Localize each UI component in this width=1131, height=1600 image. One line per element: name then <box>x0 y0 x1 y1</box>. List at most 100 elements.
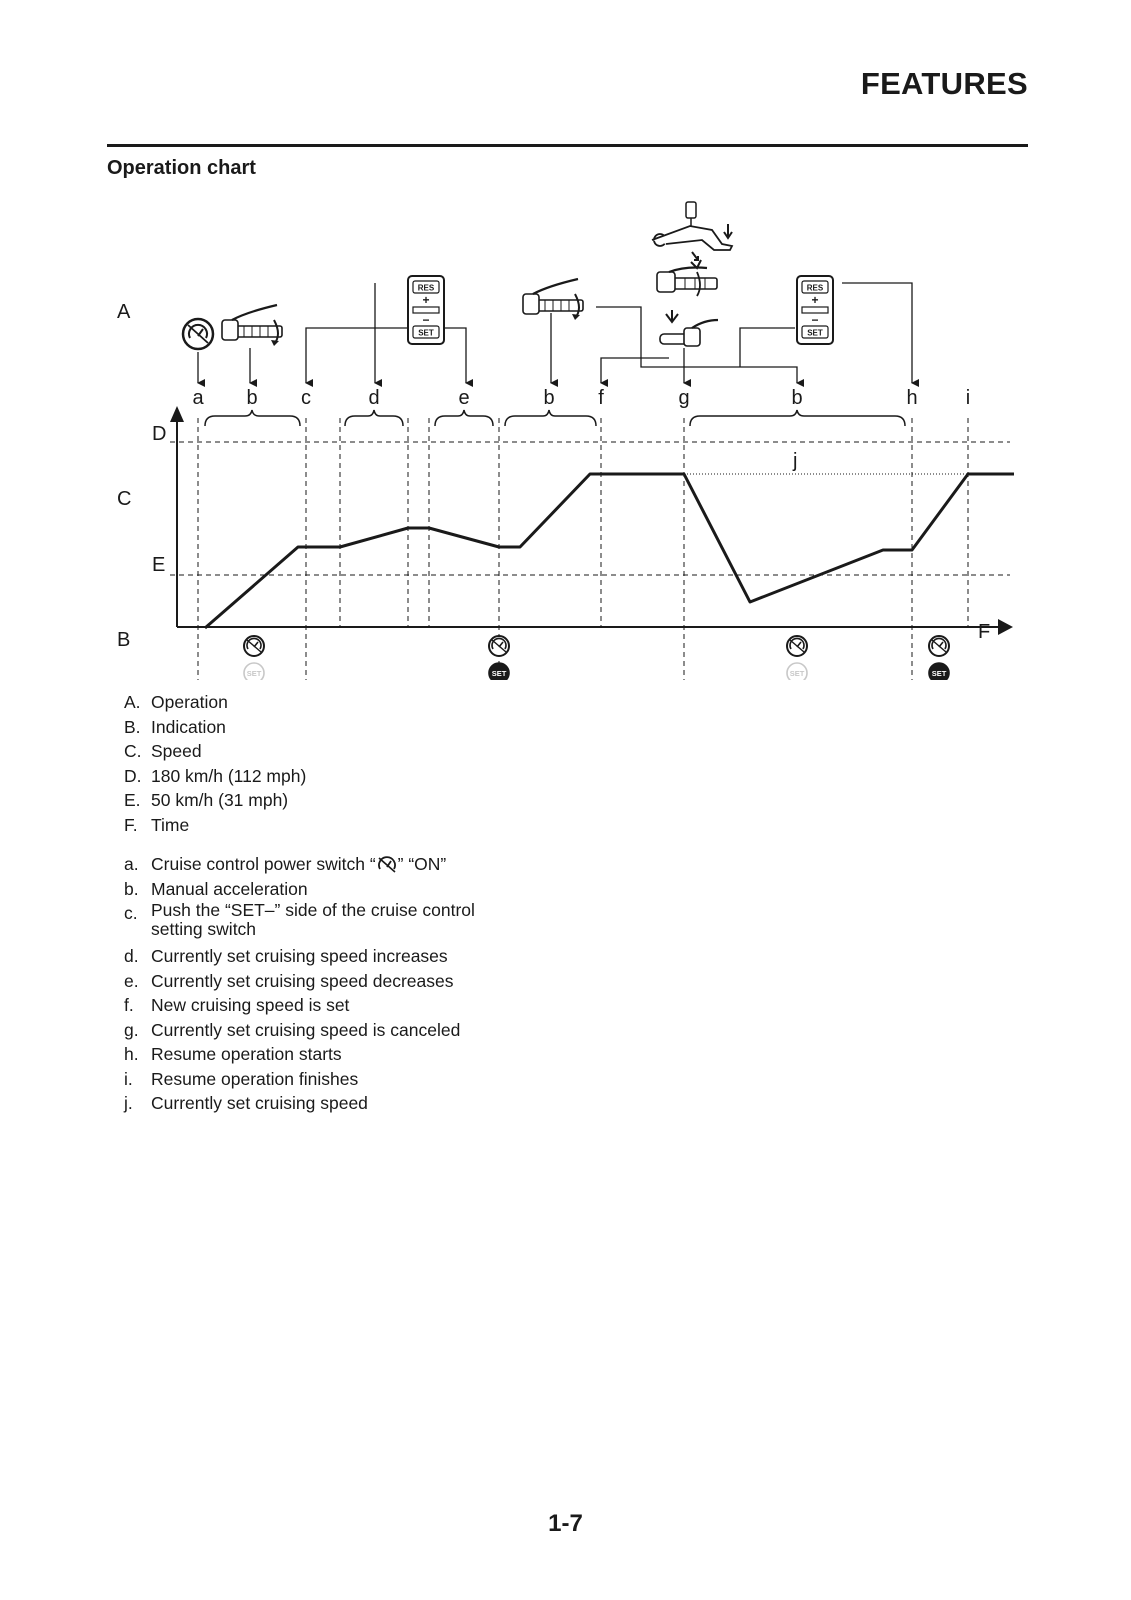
throttle-grip-icon <box>221 303 283 346</box>
legend-key: A. <box>124 692 141 712</box>
arrow-e <box>444 327 473 387</box>
cruise-power-icon <box>377 856 396 873</box>
legend-text: Currently set cruising speed <box>151 1093 368 1113</box>
page-header-title: FEATURES <box>860 66 1028 101</box>
legend-text: 180 km/h (112 mph) <box>151 765 307 786</box>
switch-minus-label: − <box>422 313 429 327</box>
arrow-b3 <box>596 306 804 387</box>
legend-item: f. New cruising speed is set <box>124 993 475 1018</box>
switch-set-label: SET <box>807 329 823 338</box>
arrow-f <box>600 357 669 387</box>
legend-text: Speed <box>151 741 202 761</box>
legend-key: b. <box>124 878 139 899</box>
event-label-f: f <box>598 387 604 409</box>
legend-item: d. Currently set cruising speed increases <box>124 944 475 969</box>
legend-key: D. <box>124 765 142 786</box>
event-label-a: a <box>192 387 204 409</box>
setting-switch-icon: RES + − SET <box>407 275 445 345</box>
switch-minus-label: − <box>811 313 818 327</box>
legend-text: Currently set cruising speed increases <box>151 946 448 966</box>
switch-res-label: RES <box>807 284 824 293</box>
arrow-h <box>842 282 919 387</box>
row-label-D: D <box>152 423 166 445</box>
legend-key: a. <box>124 854 139 874</box>
legend-text: Currently set cruising speed is canceled <box>151 1019 461 1040</box>
brace-b1 <box>204 409 301 427</box>
legend-item: C. Speed <box>124 739 306 764</box>
legend-key: F. <box>124 814 138 835</box>
set-indicator-lit-icon: SET <box>928 662 950 680</box>
legend-text: Manual acceleration <box>151 878 308 899</box>
brace-d <box>344 409 404 427</box>
cruise-power-icon <box>181 317 215 351</box>
legend-item: i. Resume operation finishes <box>124 1067 475 1092</box>
event-label-d: d <box>368 387 379 409</box>
legend-key: h. <box>124 1044 139 1064</box>
legend-item: D. 180 km/h (112 mph) <box>124 764 306 789</box>
legend-text-before: Cruise control power switch “ <box>151 854 376 874</box>
legend-key: i. <box>124 1068 133 1089</box>
set-indicator-label: SET <box>790 669 805 678</box>
arrow-c <box>305 327 408 387</box>
row-label-C: C <box>117 488 131 510</box>
switch-set-label: SET <box>418 329 434 338</box>
event-label-h: h <box>906 387 917 409</box>
switch-plus-label: + <box>422 293 429 307</box>
legend-text: 50 km/h (31 mph) <box>151 790 289 810</box>
brake-lever-icon <box>656 259 718 297</box>
cruise-indicator-icon <box>243 635 265 657</box>
legend-key: B. <box>124 716 141 737</box>
row-label-B: B <box>117 629 130 651</box>
legend-item: A.Operation <box>124 690 306 715</box>
legend-item: E. 50 km/h (31 mph) <box>124 788 306 813</box>
cruise-indicator-icon <box>786 635 808 657</box>
legend-item: e.Currently set cruising speed decreases <box>124 969 475 994</box>
row-label-E: E <box>152 554 165 576</box>
legend-key: d. <box>124 946 139 966</box>
label-j: j <box>792 450 797 472</box>
operation-chart-diagram: A B C D E F j a b c d <box>117 201 1014 680</box>
event-label-b1: b <box>246 387 257 409</box>
legend-item: j. Currently set cruising speed <box>124 1091 475 1116</box>
legend-text: Resume operation finishes <box>151 1068 359 1089</box>
set-indicator-label: SET <box>932 669 947 678</box>
row-label-F: F <box>978 621 990 643</box>
legend-text: New cruising speed is set <box>151 995 350 1015</box>
legend-lower: a. Cruise control power switch “ ” “ON” b… <box>124 852 475 1116</box>
set-indicator-label: SET <box>247 669 262 678</box>
event-label-b2: b <box>543 387 554 409</box>
legend-text: Cruise control power switch “ ” “ON” <box>151 852 446 877</box>
event-label-c: c <box>301 387 311 409</box>
legend-upper: A.Operation B.Indication C.Speed D.180 k… <box>124 690 306 837</box>
set-indicator-off-icon: SET <box>243 662 265 680</box>
brace-b3 <box>689 409 906 427</box>
switch-plus-label: + <box>811 293 818 307</box>
legend-text-after: ” “ON” <box>397 854 447 874</box>
cruise-indicator-icon <box>928 635 950 657</box>
legend-key: j. <box>124 1093 133 1113</box>
legend-item: g.Currently set cruising speed is cancel… <box>124 1018 475 1043</box>
setting-switch-icon: RES + − SET <box>796 275 834 345</box>
legend-key: C. <box>124 741 142 761</box>
legend-text: Resume operation starts <box>151 1044 342 1064</box>
legend-key: c. <box>124 903 138 923</box>
set-indicator-lit-icon: SET <box>488 662 510 680</box>
header-rule <box>107 144 1028 147</box>
brake-pedal-icon <box>651 201 734 261</box>
legend-item: c.Push the “SET–” side of the cruise con… <box>124 901 475 944</box>
event-label-b3: b <box>791 387 802 409</box>
legend-item: a. Cruise control power switch “ ” “ON” <box>124 852 475 877</box>
legend-item: F.Time <box>124 813 306 838</box>
legend-key: f. <box>124 995 134 1015</box>
section-title: Operation chart <box>107 157 256 179</box>
event-label-e: e <box>458 387 469 409</box>
time-axis-arrowhead <box>998 619 1013 635</box>
brace-e <box>434 409 494 427</box>
legend-item: b. Manual acceleration <box>124 877 475 902</box>
legend-text: Currently set cruising speed decreases <box>151 970 454 991</box>
legend-key: E. <box>124 790 141 810</box>
switch-res-label: RES <box>418 284 435 293</box>
speed-curve <box>204 472 1014 630</box>
row-label-A: A <box>117 301 131 323</box>
page-number: 1-7 <box>548 1510 583 1537</box>
